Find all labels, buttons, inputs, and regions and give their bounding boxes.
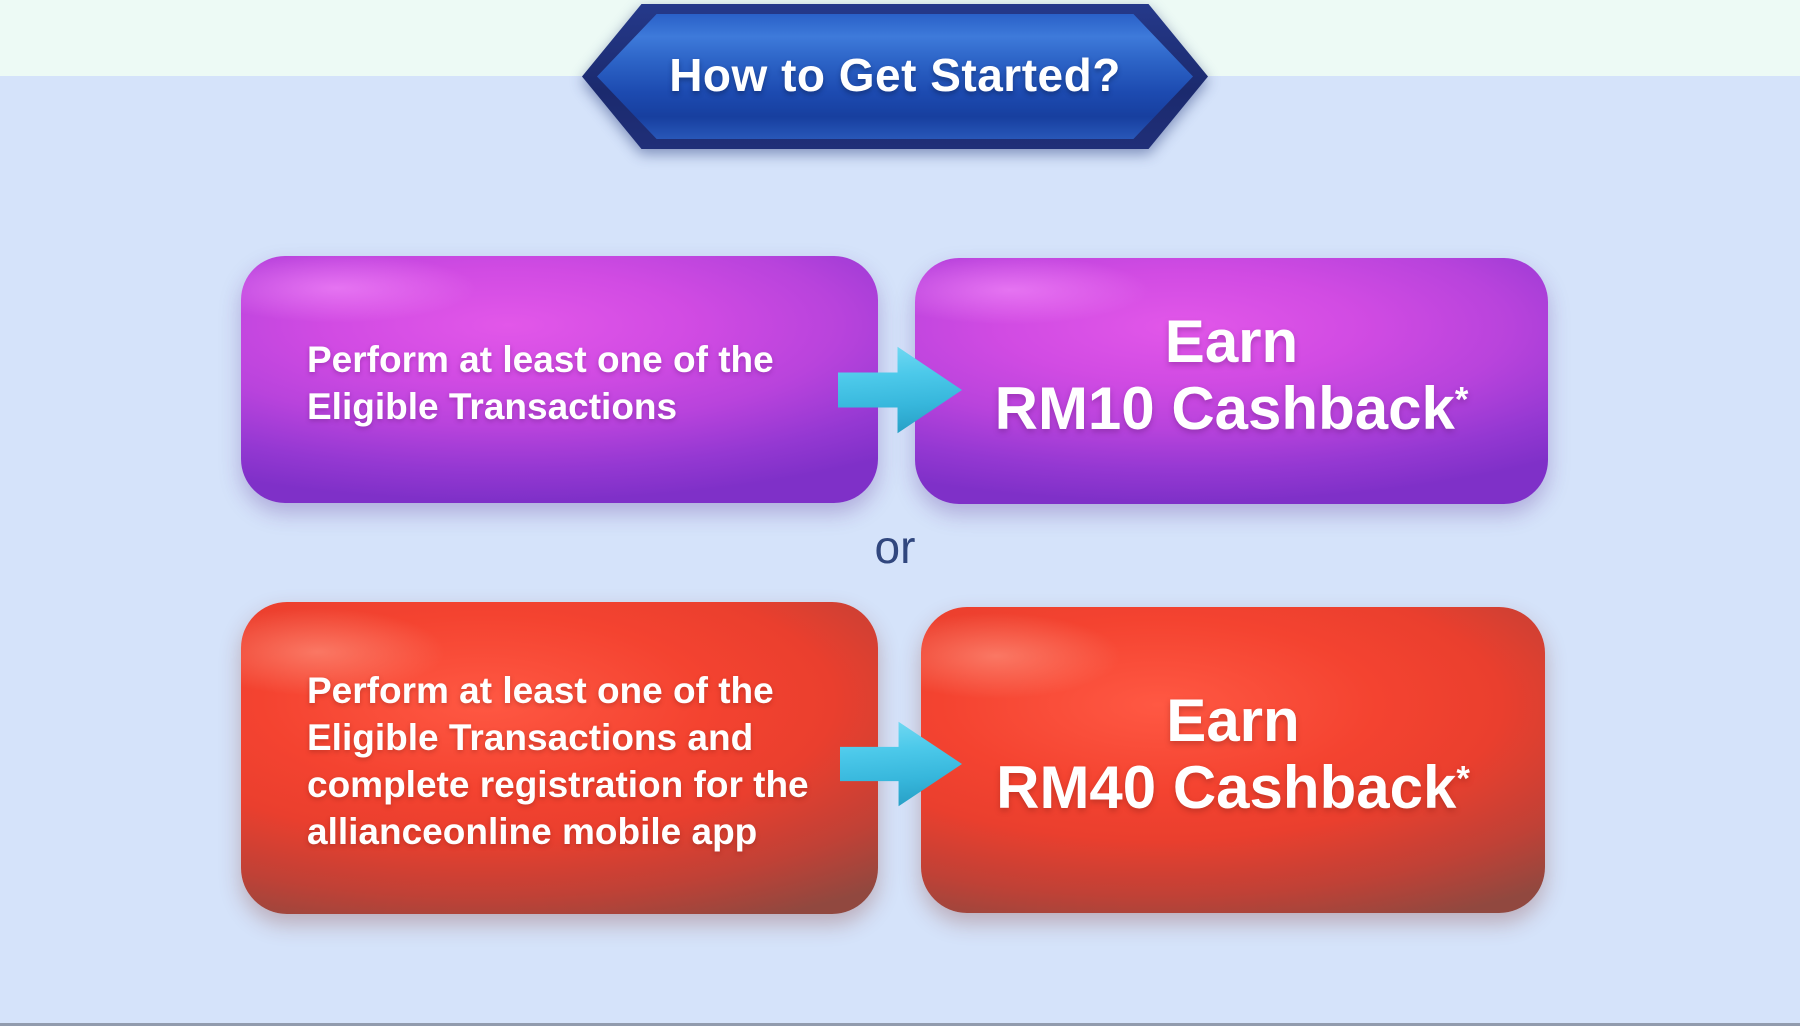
or-separator: or	[874, 521, 916, 573]
reward-line-2: RM10 Cashback*	[995, 375, 1469, 442]
step-text-option-1: Perform at least one of the Eligible Tra…	[241, 256, 878, 503]
reward-amount: RM10 Cashback	[994, 375, 1455, 442]
reward-text-option-1: Earn RM10 Cashback*	[915, 258, 1548, 504]
header-banner: How to Get Started?	[582, 4, 1208, 149]
banner-fill: How to Get Started?	[597, 14, 1193, 139]
step-line: Perform at least one of the	[307, 338, 774, 380]
reward-amount: RM40 Cashback	[996, 754, 1457, 821]
page-title: How to Get Started?	[669, 48, 1121, 101]
asterisk-footnote-marker: *	[1454, 380, 1469, 420]
reward-line-1: Earn	[1164, 308, 1299, 375]
step-line: allianceonline mobile app	[307, 811, 758, 852]
step-line: Perform at least one of the	[307, 670, 774, 711]
step-line: Eligible Transactions and	[307, 717, 754, 758]
reward-line-1: Earn	[1166, 687, 1300, 754]
step-text-option-2: Perform at least one of the Eligible Tra…	[241, 602, 878, 914]
step-box-option-1: Perform at least one of the Eligible Tra…	[241, 256, 878, 503]
step-box-option-2: Perform at least one of the Eligible Tra…	[241, 602, 878, 914]
reward-box-option-2: Earn RM40 Cashback*	[921, 607, 1545, 913]
step-line: complete registration for the	[307, 764, 809, 805]
bottom-edge-line	[0, 1023, 1800, 1026]
reward-text-option-2: Earn RM40 Cashback*	[921, 607, 1545, 913]
reward-line-2: RM40 Cashback*	[996, 754, 1470, 821]
step-line: Eligible Transactions	[307, 385, 678, 427]
asterisk-footnote-marker: *	[1456, 759, 1470, 799]
reward-box-option-1: Earn RM10 Cashback*	[915, 258, 1548, 504]
